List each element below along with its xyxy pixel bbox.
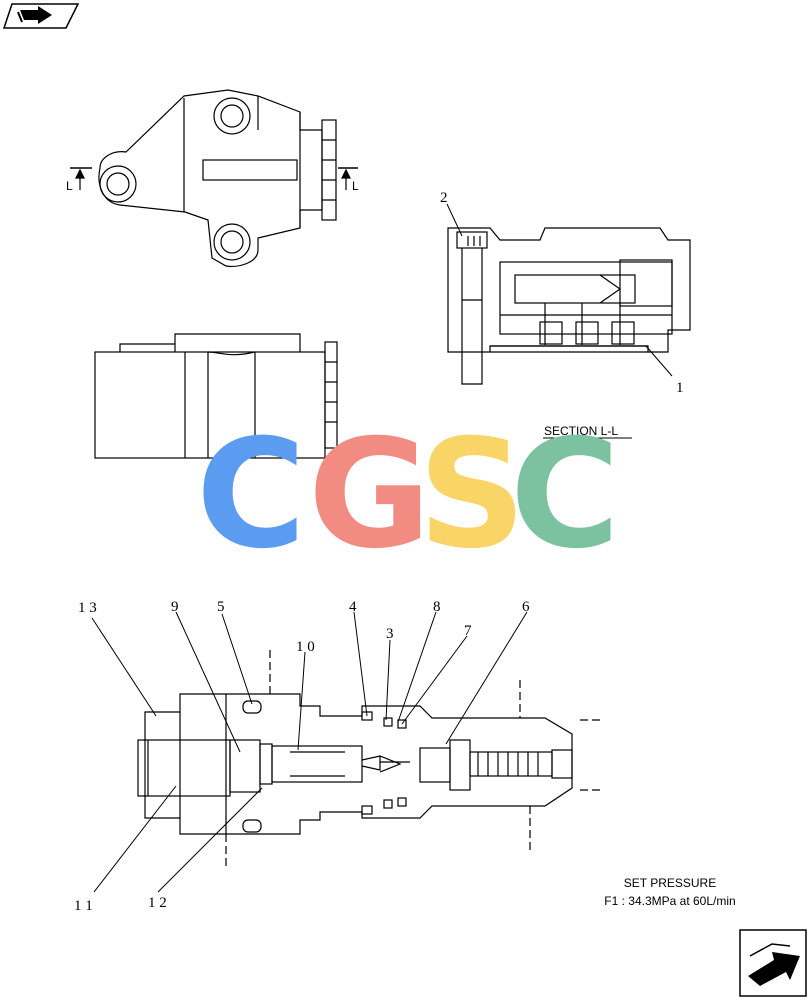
watermark-letter-2: G	[308, 408, 431, 582]
watermark-letter-4: C	[510, 408, 620, 582]
section-label: SECTION L-L	[544, 424, 618, 438]
callout-7: 7	[464, 623, 472, 639]
section-ll-drawing	[447, 227, 691, 385]
watermark-logo: C G S C	[196, 408, 620, 582]
callout-8: 8	[433, 599, 441, 615]
callout-13: 1 3	[78, 600, 97, 616]
callout-5: 5	[217, 599, 225, 615]
set-pressure-value: F1 : 34.3MPa at 60L/min	[604, 894, 735, 908]
back-arrow-icon[interactable]	[2, 3, 80, 29]
next-arrow-icon[interactable]	[739, 929, 807, 997]
watermark-letter-3: S	[418, 408, 526, 582]
callout-3: 3	[386, 626, 394, 642]
relief-valve-section	[137, 650, 600, 870]
callout-11: 1 1	[74, 898, 93, 914]
set-pressure-title: SET PRESSURE	[624, 876, 716, 890]
section-mark-left: L	[66, 179, 73, 193]
callout-1: 1	[676, 380, 684, 396]
front-view-drawing	[94, 333, 338, 459]
callout-4: 4	[349, 599, 357, 615]
callout-9: 9	[171, 599, 179, 615]
callout-2: 2	[440, 190, 448, 206]
watermark-letter-1: C	[196, 408, 306, 582]
section-mark-right: L	[352, 179, 359, 193]
top-view-drawing	[70, 89, 358, 267]
callout-10: 1 0	[296, 639, 315, 655]
callout-6: 6	[522, 599, 530, 615]
callout-leaders	[91, 611, 528, 893]
callout-12: 1 2	[148, 895, 167, 911]
